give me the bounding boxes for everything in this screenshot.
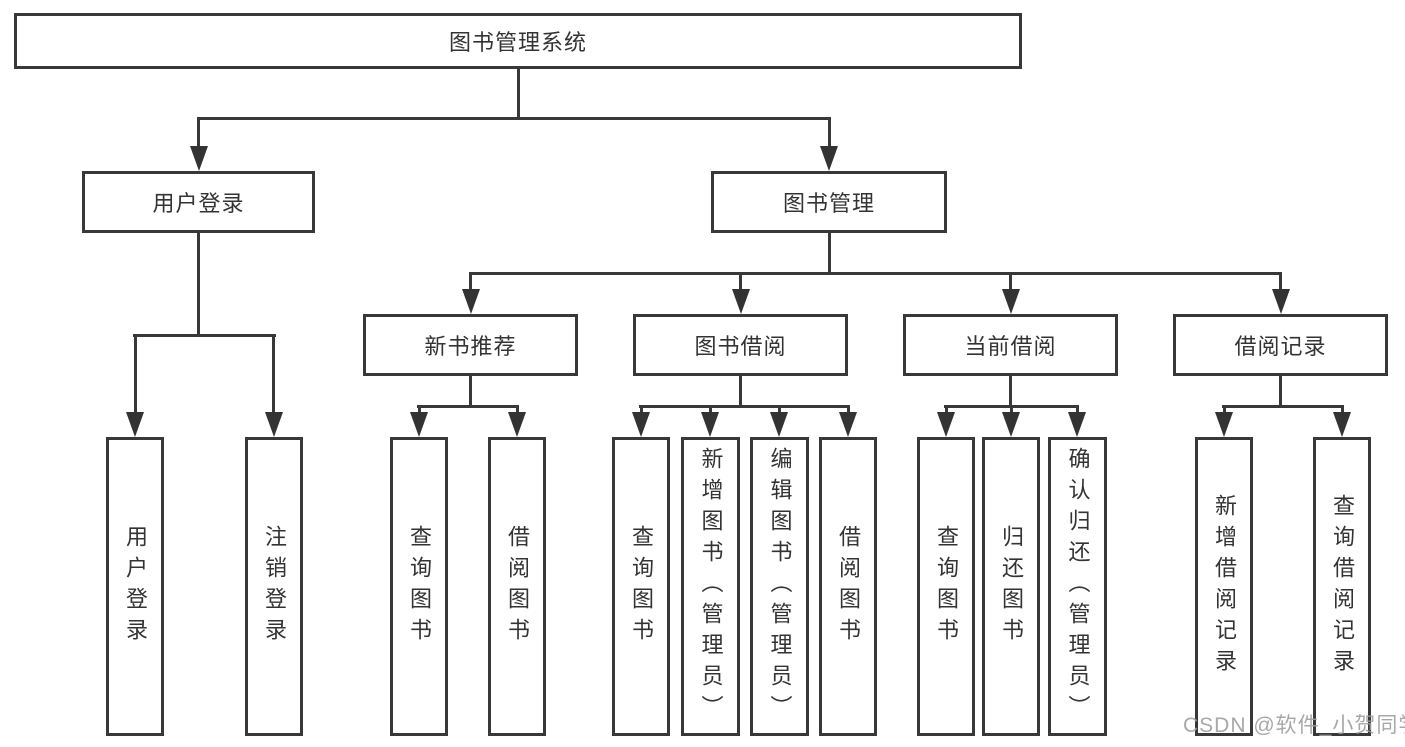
node-current-borrow: 当前借阅 <box>903 314 1118 376</box>
leaf-user-login: 用户登录 <box>106 437 164 736</box>
connector-line <box>1222 405 1344 408</box>
arrow-head <box>1068 412 1086 437</box>
arrow-head <box>632 412 650 437</box>
leaf-query-books-current: 查询图书 <box>917 437 975 736</box>
connector-line <box>133 334 276 337</box>
connector-line <box>778 405 781 414</box>
arrow-head <box>410 412 428 437</box>
node-book-management-label: 图书管理 <box>782 191 875 216</box>
node-current-borrow-label: 当前借阅 <box>964 334 1057 359</box>
node-user-login-label: 用户登录 <box>152 191 245 216</box>
connector-line <box>847 405 850 414</box>
leaf-borrow-books-label: 借阅图书 <box>836 524 861 649</box>
connector-line <box>709 405 712 414</box>
arrow-head <box>126 412 144 437</box>
leaf-add-borrow-record-label: 新增借阅记录 <box>1212 493 1237 680</box>
leaf-logout: 注销登录 <box>245 437 303 736</box>
csdn-watermark: CSDN @软件_小贺同学 <box>1183 714 1405 737</box>
node-user-login: 用户登录 <box>82 171 315 233</box>
connector-line <box>134 334 137 414</box>
node-library-system-label: 图书管理系统 <box>448 30 587 55</box>
leaf-confirm-return-admin-label: 确认归还（管理员） <box>1065 447 1091 726</box>
leaf-logout-label: 注销登录 <box>262 524 287 649</box>
arrow-head <box>1215 412 1233 437</box>
arrow-head <box>701 412 719 437</box>
connector-line <box>1279 272 1282 292</box>
node-library-system: 图书管理系统 <box>14 13 1022 69</box>
leaf-query-borrow-record: 查询借阅记录 <box>1313 437 1371 736</box>
connector-line <box>517 69 520 120</box>
leaf-return-book: 归还图书 <box>982 437 1040 736</box>
leaf-query-books-borrow: 查询图书 <box>612 437 670 736</box>
leaf-query-books-recommend: 查询图书 <box>390 437 448 736</box>
connector-line <box>469 272 472 292</box>
node-borrow-records: 借阅记录 <box>1173 314 1388 376</box>
leaf-query-borrow-record-label: 查询借阅记录 <box>1330 493 1355 680</box>
leaf-borrow-books-recommend: 借阅图书 <box>488 437 546 736</box>
connector-line <box>197 233 200 337</box>
node-new-book-recommend: 新书推荐 <box>363 314 578 376</box>
arrow-head <box>1002 412 1020 437</box>
arrow-head <box>508 412 526 437</box>
leaf-edit-book-admin: 编辑图书（管理员） <box>750 437 809 736</box>
arrow-head <box>770 412 788 437</box>
arrow-head <box>265 412 283 437</box>
connector-line <box>1076 405 1079 414</box>
connector-line <box>945 405 948 414</box>
connector-line <box>1341 405 1344 414</box>
node-borrow-records-label: 借阅记录 <box>1234 334 1327 359</box>
arrow-head <box>937 412 955 437</box>
arrow-head <box>732 289 750 314</box>
connector-line <box>197 117 200 148</box>
node-book-borrow: 图书借阅 <box>633 314 848 376</box>
leaf-add-book-admin-label: 新增图书（管理员） <box>698 447 724 726</box>
leaf-query-books-recommend-label: 查询图书 <box>407 524 432 649</box>
arrow-head <box>820 146 838 171</box>
arrow-head <box>1333 412 1351 437</box>
arrow-head <box>190 146 208 171</box>
leaf-borrow-books-recommend-label: 借阅图书 <box>505 524 530 649</box>
connector-line <box>1279 376 1282 407</box>
connector-line <box>1009 272 1012 292</box>
leaf-borrow-books: 借阅图书 <box>819 437 877 736</box>
connector-line <box>1009 376 1012 407</box>
connector-line <box>469 272 1282 275</box>
connector-line <box>272 334 275 414</box>
connector-line <box>516 405 519 414</box>
arrow-head <box>839 412 857 437</box>
connector-line <box>418 405 421 414</box>
connector-line <box>469 376 472 407</box>
connector-line <box>640 405 643 414</box>
arrow-head <box>1002 289 1020 314</box>
connector-line <box>739 376 742 407</box>
leaf-return-book-label: 归还图书 <box>999 524 1024 649</box>
connector-line <box>417 405 519 408</box>
connector-line <box>828 117 831 148</box>
node-book-management: 图书管理 <box>711 171 947 233</box>
connector-line <box>1010 405 1013 414</box>
leaf-user-login-label: 用户登录 <box>123 524 148 649</box>
connector-line <box>639 405 850 408</box>
leaf-add-book-admin: 新增图书（管理员） <box>681 437 740 736</box>
leaf-query-books-current-label: 查询图书 <box>934 524 959 649</box>
leaf-add-borrow-record: 新增借阅记录 <box>1195 437 1253 736</box>
leaf-query-books-borrow-label: 查询图书 <box>629 524 654 649</box>
node-new-book-recommend-label: 新书推荐 <box>424 334 517 359</box>
connector-line <box>197 117 831 120</box>
arrow-head <box>1272 289 1290 314</box>
connector-line <box>828 233 831 275</box>
leaf-edit-book-admin-label: 编辑图书（管理员） <box>767 447 793 726</box>
node-book-borrow-label: 图书借阅 <box>694 334 787 359</box>
connector-line <box>1223 405 1226 414</box>
arrow-head <box>462 289 480 314</box>
connector-line <box>739 272 742 292</box>
leaf-confirm-return-admin: 确认归还（管理员） <box>1048 437 1107 736</box>
